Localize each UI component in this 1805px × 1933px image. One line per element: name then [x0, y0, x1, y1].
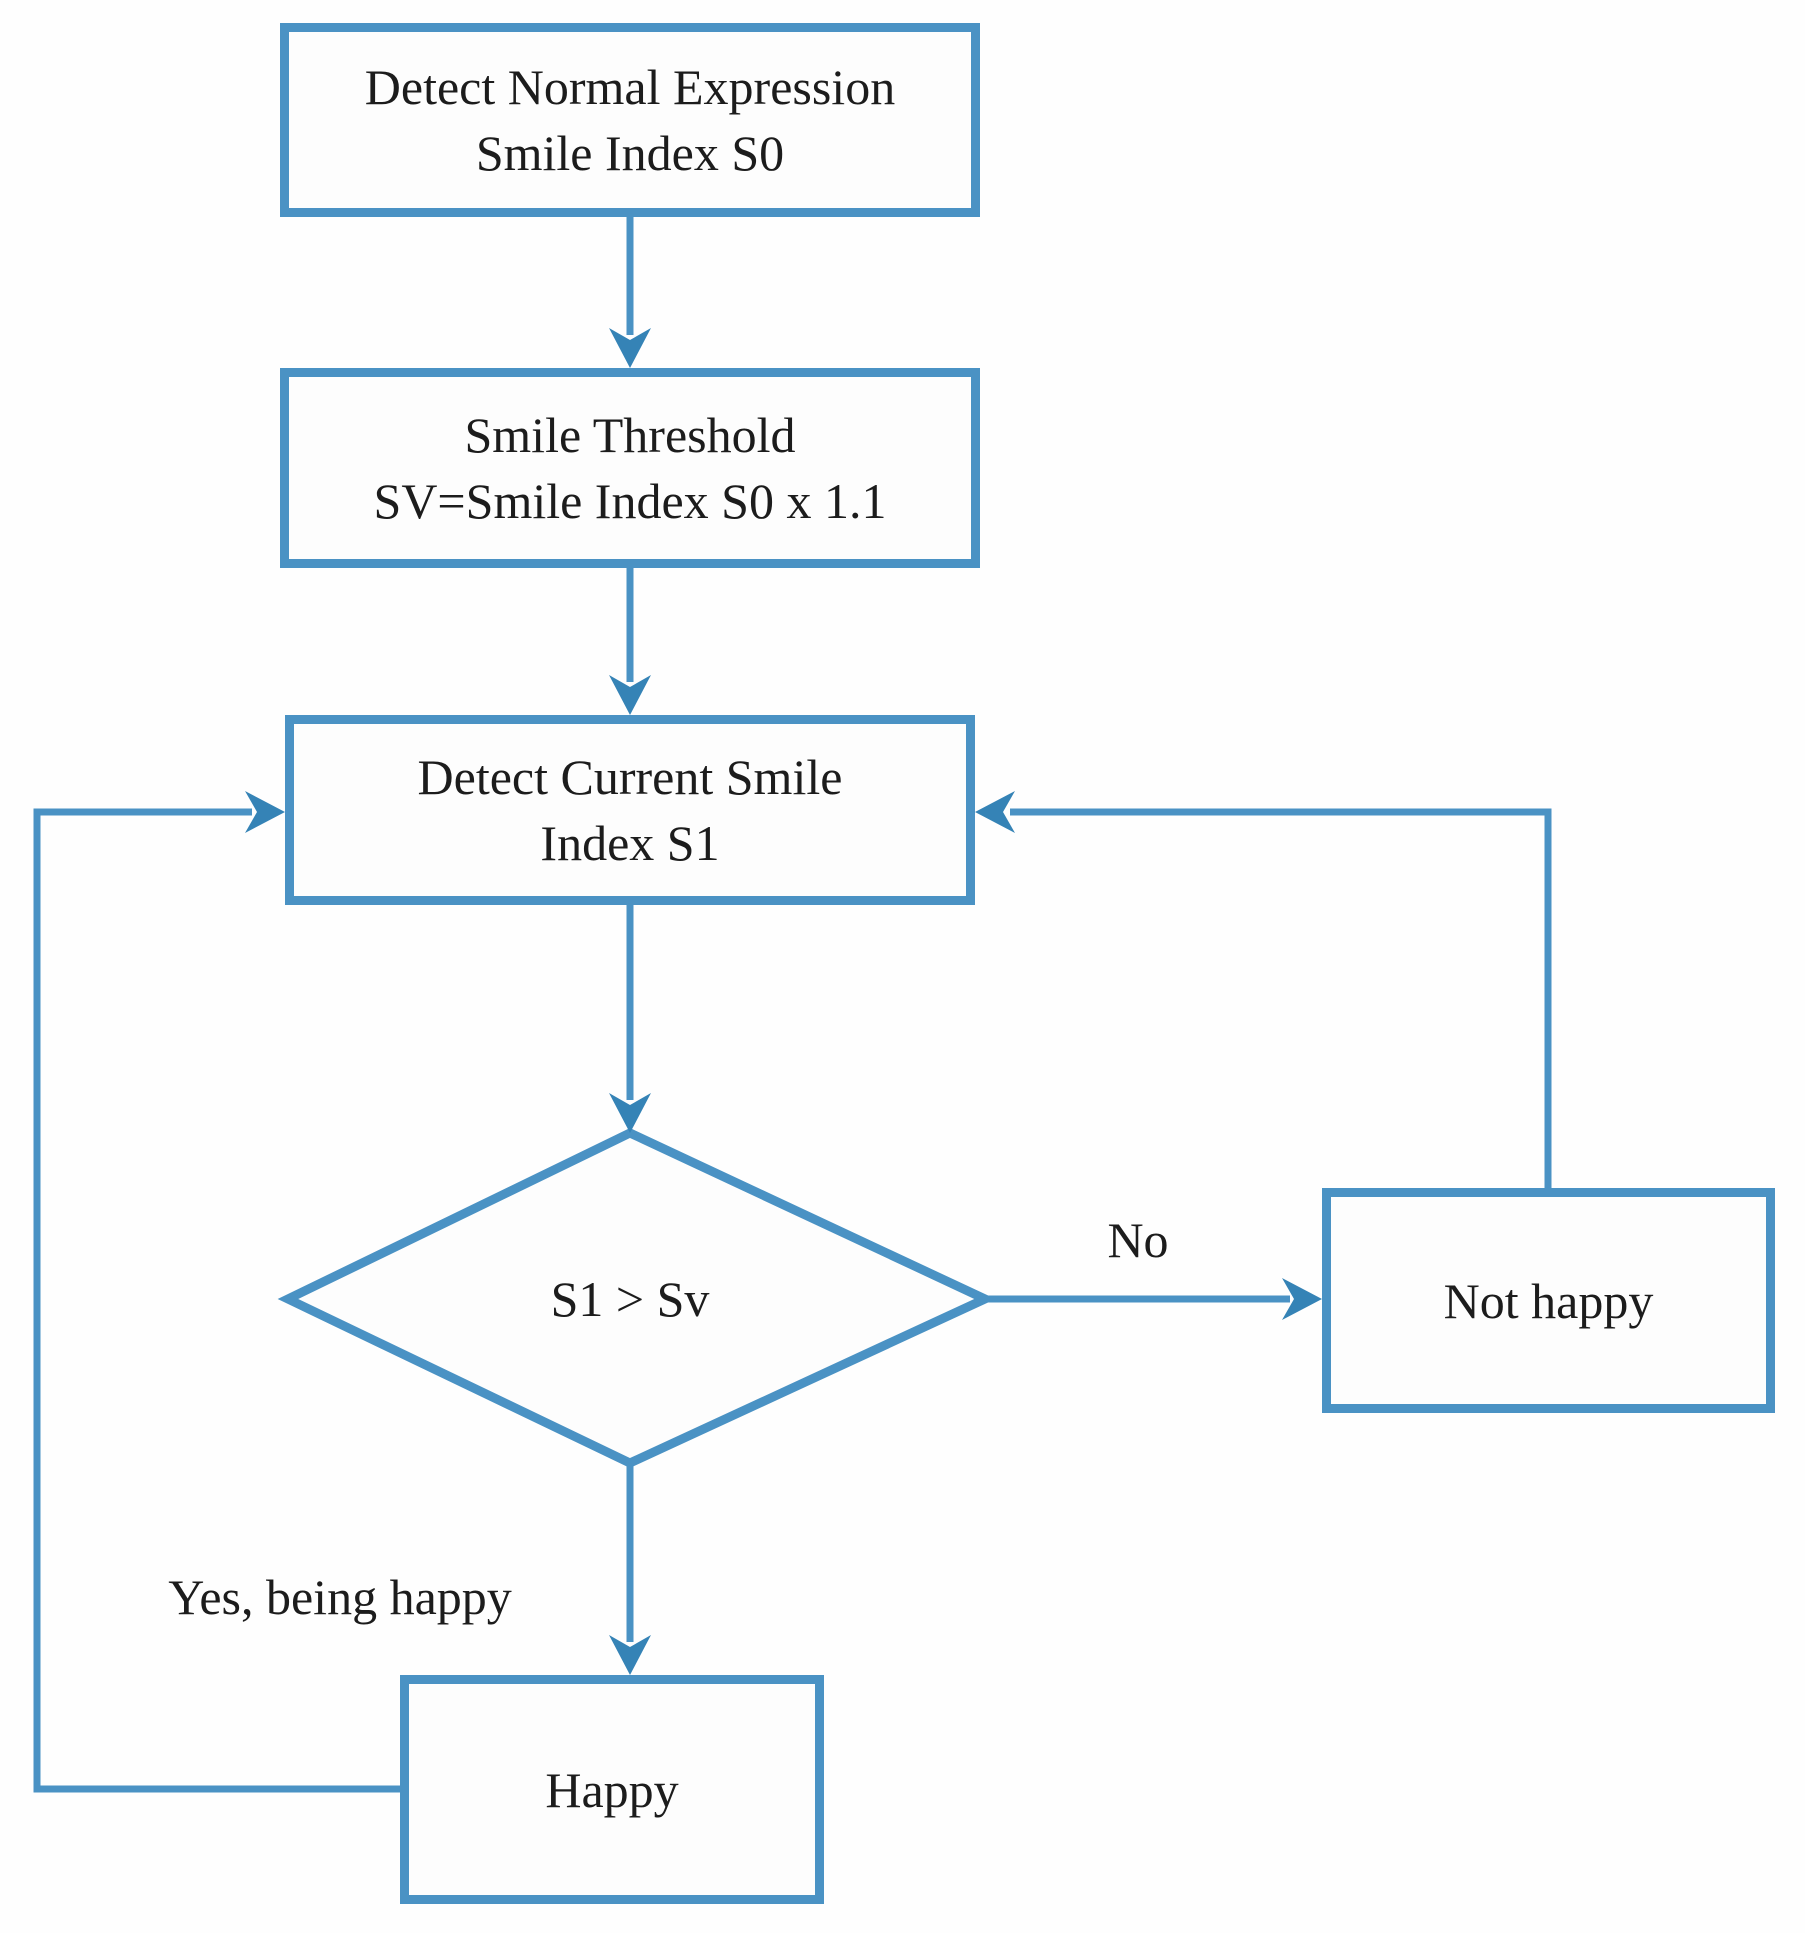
node-detect-normal-line2: Smile Index S0 [475, 125, 785, 181]
arrow-no-branch-head [1282, 1278, 1322, 1320]
arrow-threshold-to-current-head [609, 675, 651, 715]
node-detect-normal-line1: Detect Normal Expression [364, 59, 896, 115]
node-smile-threshold-line2: SV=Smile Index S0 x 1.1 [373, 473, 887, 529]
arrow-current-to-decision-head [609, 1093, 651, 1133]
node-detect-current-line2: Index S1 [540, 815, 720, 871]
node-not-happy: Not happy [1322, 1188, 1775, 1413]
decision-condition-label: S1 > Sv [550, 1271, 710, 1327]
node-smile-threshold: Smile Threshold SV=Smile Index S0 x 1.1 [280, 368, 980, 568]
node-detect-current-smile: Detect Current Smile Index S1 [285, 715, 975, 905]
node-detect-current-line1: Detect Current Smile [417, 749, 843, 805]
arrow-yes-branch-head [609, 1635, 651, 1675]
feedback-nothappy-line [1010, 808, 1552, 1188]
node-happy-label: Happy [545, 1761, 679, 1818]
node-detect-normal-expression: Detect Normal Expression Smile Index S0 [280, 23, 980, 217]
edge-label-no: No [1107, 1212, 1169, 1268]
feedback-happy-line [33, 808, 400, 1793]
edge-label-yes: Yes, being happy [168, 1569, 512, 1625]
node-not-happy-label: Not happy [1443, 1272, 1654, 1329]
feedback-happy-head [245, 791, 285, 833]
node-happy: Happy [400, 1675, 824, 1904]
feedback-nothappy-head [975, 791, 1015, 833]
arrow-normal-to-threshold-head [609, 328, 651, 368]
node-smile-threshold-line1: Smile Threshold [464, 407, 796, 463]
